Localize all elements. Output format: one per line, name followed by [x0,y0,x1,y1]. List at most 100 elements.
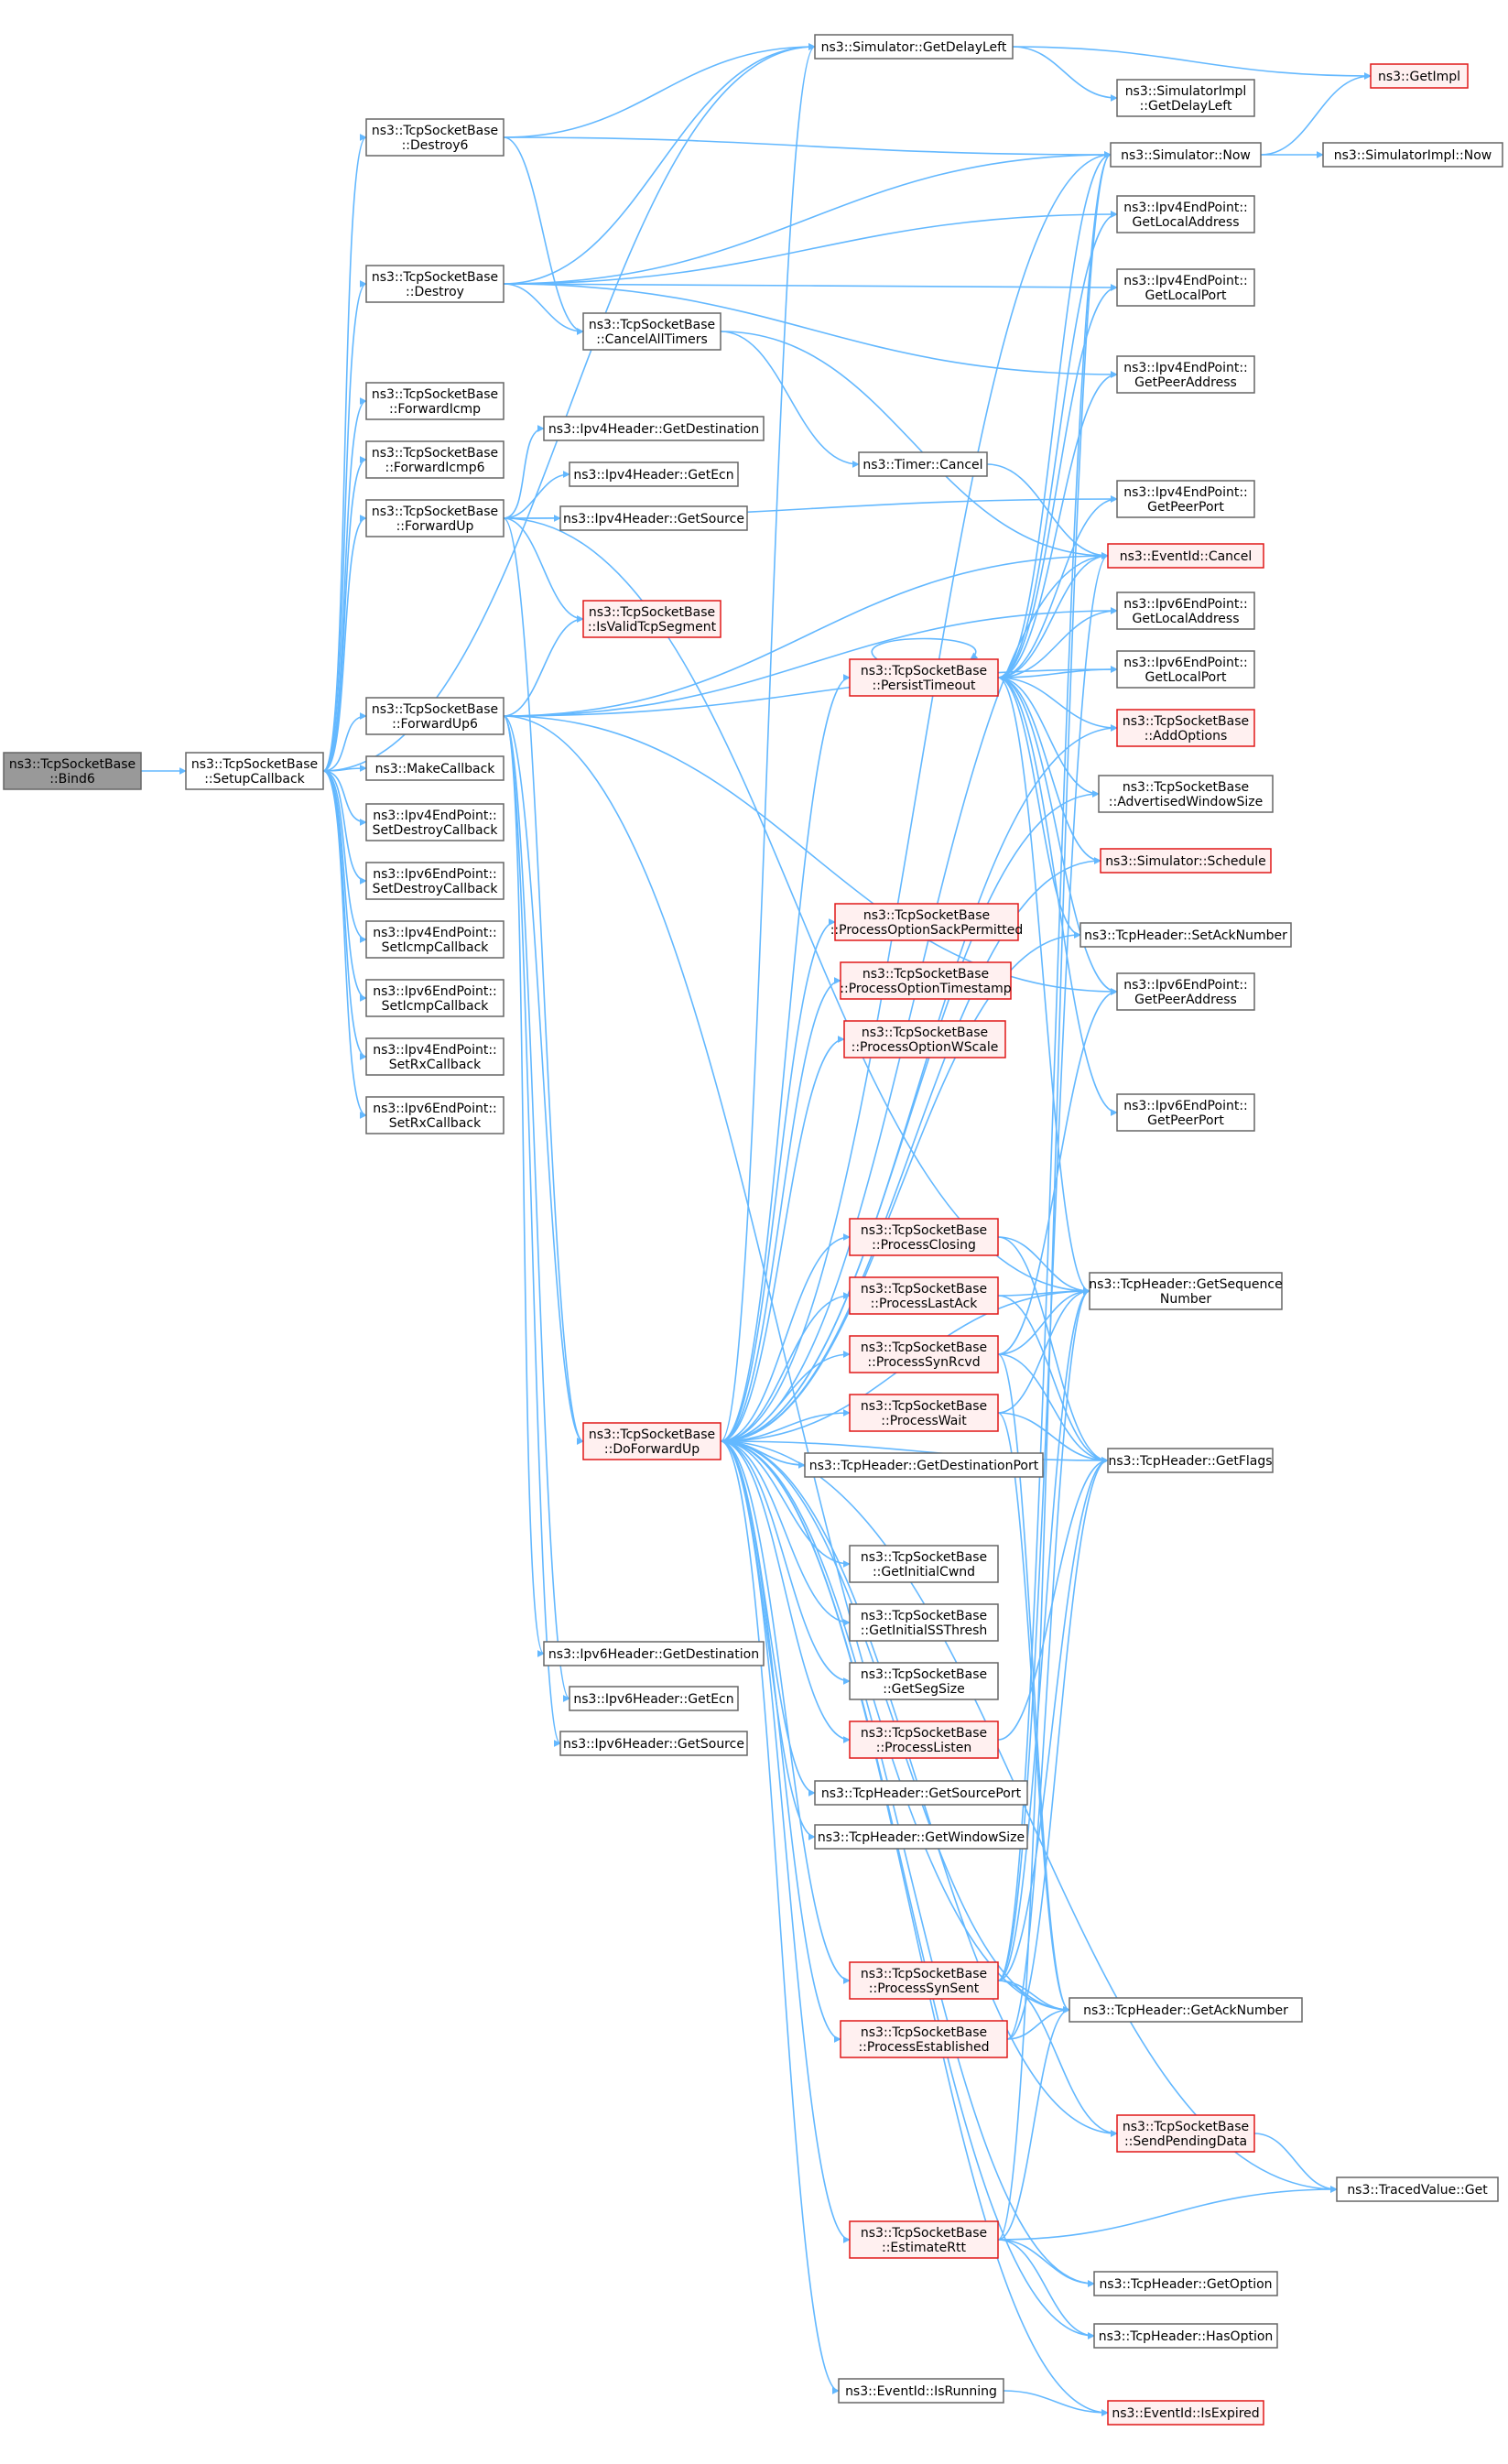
node-ip4hdrdest[interactable]: ns3::Ipv4Header::GetDestination [543,416,765,441]
node-getflags[interactable]: ns3::TcpHeader::GetFlags [1107,1448,1274,1473]
node-estimatertt[interactable]: ns3::TcpSocketBase::EstimateRtt [849,2220,999,2259]
node-ip4setrx[interactable]: ns3::Ipv4EndPoint::SetRxCallback [365,1037,504,1076]
node-label-line: ::ForwardIcmp6 [385,461,485,475]
node-ip6seticmp[interactable]: ns3::Ipv6EndPoint::SetIcmpCallback [365,979,504,1017]
node-label-line: ::SetupCallback [204,772,305,787]
node-procws[interactable]: ns3::TcpSocketBase::ProcessOptionWScale [843,1020,1006,1058]
node-destroy6[interactable]: ns3::TcpSocketBase::Destroy6 [365,118,504,157]
node-fwdicmp6[interactable]: ns3::TcpSocketBase::ForwardIcmp6 [365,440,504,479]
node-ip4eppeeraddr[interactable]: ns3::Ipv4EndPoint::GetPeerAddress [1116,355,1255,394]
edge-estimatertt-to-tracedget [997,2186,1338,2241]
node-box [569,461,739,487]
node-fwdup6[interactable]: ns3::TcpSocketBase::ForwardUp6 [365,697,504,735]
node-doforwardup[interactable]: ns3::TcpSocketBase::DoForwardUp [582,1422,721,1460]
node-ip6hdrecn[interactable]: ns3::Ipv6Header::GetEcn [569,1686,739,1711]
node-isexpired[interactable]: ns3::EventId::IsExpired [1107,2400,1264,2426]
node-label-line: GetPeerAddress [1134,375,1237,390]
node-ip6hdrsrc[interactable]: ns3::Ipv6Header::GetSource [559,1731,748,1756]
node-procclosing[interactable]: ns3::TcpSocketBase::ProcessClosing [849,1218,999,1256]
node-sendpending[interactable]: ns3::TcpSocketBase::SendPendingData [1116,2114,1255,2153]
node-isrunning[interactable]: ns3::EventId::IsRunning [838,2378,1004,2404]
node-getsegsize[interactable]: ns3::TcpSocketBase::GetSegSize [849,1662,999,1700]
edge-getdelayleft-to-simimpldelay [1012,46,1118,102]
edge-proclastack-to-getflags [997,1295,1109,1464]
node-isvalidseg[interactable]: ns3::TcpSocketBase::IsValidTcpSegment [582,600,721,638]
node-cancelall[interactable]: ns3::TcpSocketBase::CancelAllTimers [582,312,721,351]
node-fwdup[interactable]: ns3::TcpSocketBase::ForwardUp [365,499,504,537]
node-getdelayleft[interactable]: ns3::Simulator::GetDelayLeft [814,34,1014,60]
node-ip4hdrecn[interactable]: ns3::Ipv4Header::GetEcn [569,461,739,487]
node-setupcb[interactable]: ns3::TcpSocketBase::SetupCallback [185,752,324,790]
node-procestab[interactable]: ns3::TcpSocketBase::ProcessEstablished [840,2020,1008,2058]
node-label-line: SetRxCallback [389,1116,482,1131]
node-ip4setdestroy[interactable]: ns3::Ipv4EndPoint::SetDestroyCallback [365,803,504,841]
node-procsynsent[interactable]: ns3::TcpSocketBase::ProcessSynSent [849,1961,999,2000]
node-box [1322,142,1503,168]
node-simimplnow[interactable]: ns3::SimulatorImpl::Now [1322,142,1503,168]
node-box [1336,2176,1499,2202]
node-getdestport[interactable]: ns3::TcpHeader::GetDestinationPort [804,1452,1044,1478]
node-ip6eppeerport[interactable]: ns3::Ipv6EndPoint::GetPeerPort [1116,1093,1255,1132]
node-ip4seticmp[interactable]: ns3::Ipv4EndPoint::SetIcmpCallback [365,920,504,959]
node-ip6hdrdest[interactable]: ns3::Ipv6Header::GetDestination [543,1641,765,1666]
edge-estimatertt-to-getoption [997,2239,1095,2287]
node-ip6setrx[interactable]: ns3::Ipv6EndPoint::SetRxCallback [365,1096,504,1134]
node-label-line: ns3::TcpSocketBase [861,1667,987,1682]
node-box [849,1276,999,1315]
node-label-line: Number [1160,1292,1211,1307]
node-label-line: ns3::TcpSocketBase [372,505,498,519]
node-getimpl[interactable]: ns3::GetImpl [1370,63,1469,89]
node-hasoption[interactable]: ns3::TcpHeader::HasOption [1093,2323,1278,2349]
node-getoption[interactable]: ns3::TcpHeader::GetOption [1093,2271,1278,2296]
node-box [849,1720,999,1759]
node-ip6eplocport[interactable]: ns3::Ipv6EndPoint::GetLocalPort [1116,650,1255,689]
node-label-line: ns3::Ipv6Header::GetEcn [573,1692,733,1707]
node-ip4eplocaddr[interactable]: ns3::Ipv4EndPoint::GetLocalAddress [1116,195,1255,233]
node-getinitss[interactable]: ns3::TcpSocketBase::GetInitialSSThresh [849,1603,999,1642]
node-ip4hdrsrc[interactable]: ns3::Ipv4Header::GetSource [559,505,748,531]
node-proclastack[interactable]: ns3::TcpSocketBase::ProcessLastAck [849,1276,999,1315]
node-advwin[interactable]: ns3::TcpSocketBase::AdvertisedWindowSize [1098,775,1274,813]
node-schedule[interactable]: ns3::Simulator::Schedule [1100,848,1272,874]
node-addoptions[interactable]: ns3::TcpSocketBase::AddOptions [1116,709,1255,747]
node-procwait[interactable]: ns3::TcpSocketBase::ProcessWait [849,1394,999,1432]
node-timercancel[interactable]: ns3::Timer::Cancel [858,451,988,477]
node-destroy[interactable]: ns3::TcpSocketBase::Destroy [365,265,504,303]
node-procsack[interactable]: ns3::TcpSocketBase::ProcessOptionSackPer… [830,903,1024,941]
node-eventcancel[interactable]: ns3::EventId::Cancel [1107,543,1264,569]
node-getinitcwnd[interactable]: ns3::TcpSocketBase::GetInitialCwnd [849,1545,999,1583]
node-procts[interactable]: ns3::TcpSocketBase::ProcessOptionTimesta… [840,961,1012,1000]
node-persisttimeout[interactable]: ns3::TcpSocketBase::PersistTimeout [849,658,999,697]
node-ip6eplocaddr[interactable]: ns3::Ipv6EndPoint::GetLocalAddress [1116,592,1255,630]
node-ip6setdestroy[interactable]: ns3::Ipv6EndPoint::SetDestroyCallback [365,862,504,900]
node-bind6[interactable]: ns3::TcpSocketBase::Bind6 [3,752,142,790]
node-makecb[interactable]: ns3::MakeCallback [365,755,504,781]
node-getsrcport[interactable]: ns3::TcpHeader::GetSourcePort [814,1780,1028,1806]
node-ip4eplocport[interactable]: ns3::Ipv4EndPoint::GetLocalPort [1116,268,1255,307]
node-label-line: ns3::Ipv4EndPoint:: [373,809,497,823]
node-box [849,2220,999,2259]
node-simnow[interactable]: ns3::Simulator::Now [1110,142,1262,168]
node-box [1098,775,1274,813]
node-box [1116,2114,1255,2153]
node-simimpldelay[interactable]: ns3::SimulatorImpl::GetDelayLeft [1116,79,1255,117]
node-proclisten[interactable]: ns3::TcpSocketBase::ProcessListen [849,1720,999,1759]
node-label-line: ns3::TcpSocketBase [589,318,715,332]
node-fwdicmp[interactable]: ns3::TcpSocketBase::ForwardIcmp [365,382,504,420]
node-box [849,658,999,697]
node-procsynrcvd[interactable]: ns3::TcpSocketBase::ProcessSynRcvd [849,1335,999,1373]
edge-procwait-to-getflags [997,1412,1109,1464]
node-ip4eppeerport[interactable]: ns3::Ipv4EndPoint::GetPeerPort [1116,480,1255,518]
node-ip6eppeeraddr[interactable]: ns3::Ipv6EndPoint::GetPeerAddress [1116,972,1255,1011]
node-box [3,752,142,790]
node-getwinsize[interactable]: ns3::TcpHeader::GetWindowSize [814,1824,1028,1850]
node-label-line: ns3::TcpSocketBase [861,1223,987,1238]
node-label-line: ::ProcessOptionSackPermitted [830,923,1024,938]
edge-persisttimeout-to-setacknum [997,677,1081,939]
node-box [365,265,504,303]
node-tracedget[interactable]: ns3::TracedValue::Get [1336,2176,1499,2202]
edge-persisttimeout-to-ip6eplocport [997,666,1118,678]
node-getacknum[interactable]: ns3::TcpHeader::GetAckNumber [1069,1997,1303,2023]
node-setacknum[interactable]: ns3::TcpHeader::SetAckNumber [1079,922,1292,948]
